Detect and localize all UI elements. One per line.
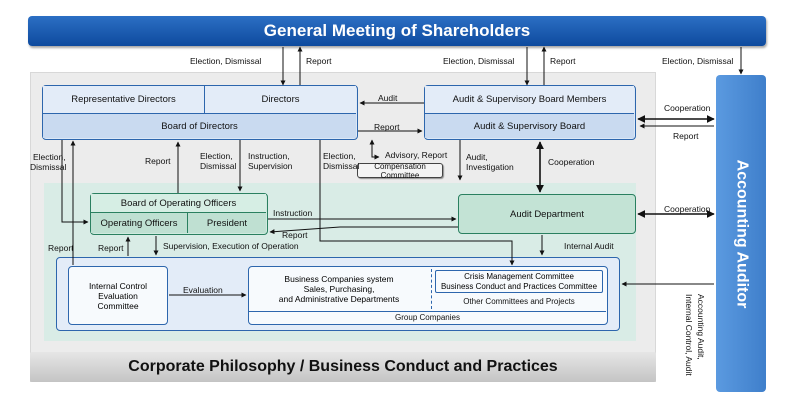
arrow-board-compensation	[369, 139, 380, 160]
arrow-board-election-bottom	[319, 140, 515, 266]
operating-officers-label: Operating Officers	[100, 217, 178, 229]
label-audit-investigation-1: Audit,	[466, 152, 488, 162]
label-instruction-audit-dept: Instruction	[273, 208, 313, 218]
board-of-operating-officers-cell: Board of Operating Officers	[91, 194, 266, 213]
accounting-auditor-box: Accounting Auditor	[716, 75, 766, 392]
committees-dashed-divider	[431, 269, 432, 309]
asb-members-cell: Audit & Supervisory Board Members	[425, 86, 634, 114]
label-supervision-execution: Supervision, Execution of Operation	[163, 241, 299, 251]
board-of-directors-box: Representative Directors Directors Board…	[42, 85, 358, 140]
label-report-icec: Report	[48, 243, 74, 253]
general-meeting-bar: General Meeting of Shareholders	[28, 16, 766, 46]
icec-line1: Internal Control	[88, 280, 148, 291]
board-of-directors-cell: Board of Directors	[43, 114, 356, 138]
label-report-asb-gms: Report	[550, 56, 576, 66]
label-supervision: Supervision	[248, 161, 293, 171]
business-line3: and Administrative Departments	[278, 294, 400, 304]
other-committees-label: Other Committees and Projects	[463, 297, 575, 306]
other-committees-cell: Other Committees and Projects	[435, 295, 603, 308]
label-cooperation-asb-auditor: Cooperation	[664, 103, 711, 113]
label-dismissal-left: Dismissal	[30, 162, 67, 172]
board-of-operating-officers-label: Board of Operating Officers	[120, 197, 237, 209]
business-companies-box: Business Companies system Sales, Purchas…	[248, 266, 608, 325]
label-instruction: Instruction,	[248, 151, 290, 161]
asb-board-label: Audit & Supervisory Board	[473, 120, 586, 132]
label-report-board-gms: Report	[306, 56, 332, 66]
label-report-operating-board: Report	[145, 156, 171, 166]
directors-cell: Directors	[205, 86, 356, 114]
asb-members-label: Audit & Supervisory Board Members	[452, 94, 607, 105]
icec-line2: Evaluation	[98, 290, 138, 301]
corporate-philosophy-bar: Corporate Philosophy / Business Conduct …	[30, 352, 656, 382]
label-election-board-ops: Election,	[200, 151, 233, 161]
corporate-philosophy-title: Corporate Philosophy / Business Conduct …	[128, 358, 558, 375]
compensation-committee-label: Compensation Committee	[374, 161, 426, 180]
label-audit: Audit	[378, 93, 398, 103]
group-companies-cell: Group Companies	[249, 311, 606, 323]
representative-directors-cell: Representative Directors	[43, 86, 205, 114]
label-dismissal-middle: Dismissal	[323, 161, 360, 171]
label-advisory-report: Advisory, Report	[385, 150, 448, 160]
business-line2: Sales, Purchasing,	[303, 284, 375, 294]
president-cell: President	[188, 213, 266, 233]
label-dismissal-board-ops: Dismissal	[200, 161, 237, 171]
crisis-management-label: Crisis Management Committee	[464, 272, 574, 281]
label-report-audit-dept: Report	[282, 230, 308, 240]
label-accounting-audit: Accounting Audit,	[696, 294, 706, 360]
label-internal-audit: Internal Audit	[564, 241, 614, 251]
board-of-operating-officers-box: Board of Operating Officers Operating Of…	[90, 193, 268, 235]
label-report-ops: Report	[98, 243, 124, 253]
label-cooperation-asb-audit-dept: Cooperation	[548, 157, 595, 167]
label-election-dismissal-gms-asb: Election, Dismissal	[443, 56, 515, 66]
label-evaluation: Evaluation	[183, 285, 223, 295]
label-election-dismissal-gms-board: Election, Dismissal	[190, 56, 262, 66]
label-audit-investigation-2: Investigation	[466, 162, 514, 172]
audit-supervisory-board-box: Audit & Supervisory Board Members Audit …	[424, 85, 636, 140]
business-line1: Business Companies system	[284, 274, 394, 284]
general-meeting-title: General Meeting of Shareholders	[263, 21, 531, 40]
president-label: President	[206, 217, 248, 229]
label-election-left: Election,	[33, 152, 66, 162]
audit-department-box: Audit Department	[458, 194, 636, 234]
label-cooperation-audit-dept-auditor: Cooperation	[664, 204, 711, 214]
label-election-middle: Election,	[323, 151, 356, 161]
crisis-committees-box: Crisis Management Committee Business Con…	[435, 270, 603, 293]
business-main: Business Companies system Sales, Purchas…	[249, 270, 429, 308]
business-conduct-label: Business Conduct and Practices Committee	[440, 281, 598, 291]
directors-label: Directors	[261, 94, 300, 105]
audit-department-label: Audit Department	[510, 208, 584, 220]
label-report-auditor-asb: Report	[673, 131, 699, 141]
compensation-committee-box: Compensation Committee	[357, 161, 443, 180]
group-companies-label: Group Companies	[395, 313, 460, 322]
board-of-directors-label: Board of Directors	[161, 120, 238, 132]
label-report-board-asb: Report	[374, 122, 400, 132]
asb-board-cell: Audit & Supervisory Board	[425, 114, 634, 138]
label-election-dismissal-auditor: Election, Dismissal	[662, 56, 734, 66]
arrow-audit-dept-report-operating	[269, 226, 458, 235]
operating-officers-cell: Operating Officers	[91, 213, 188, 233]
icec-line3: Committee	[97, 300, 139, 311]
internal-control-evaluation-committee-box: Internal Control Evaluation Committee	[68, 266, 168, 325]
arrow-board-election-operating	[61, 140, 89, 225]
representative-directors-label: Representative Directors	[71, 94, 176, 105]
label-internal-control-audit: Internal Control, Audit	[684, 294, 694, 376]
